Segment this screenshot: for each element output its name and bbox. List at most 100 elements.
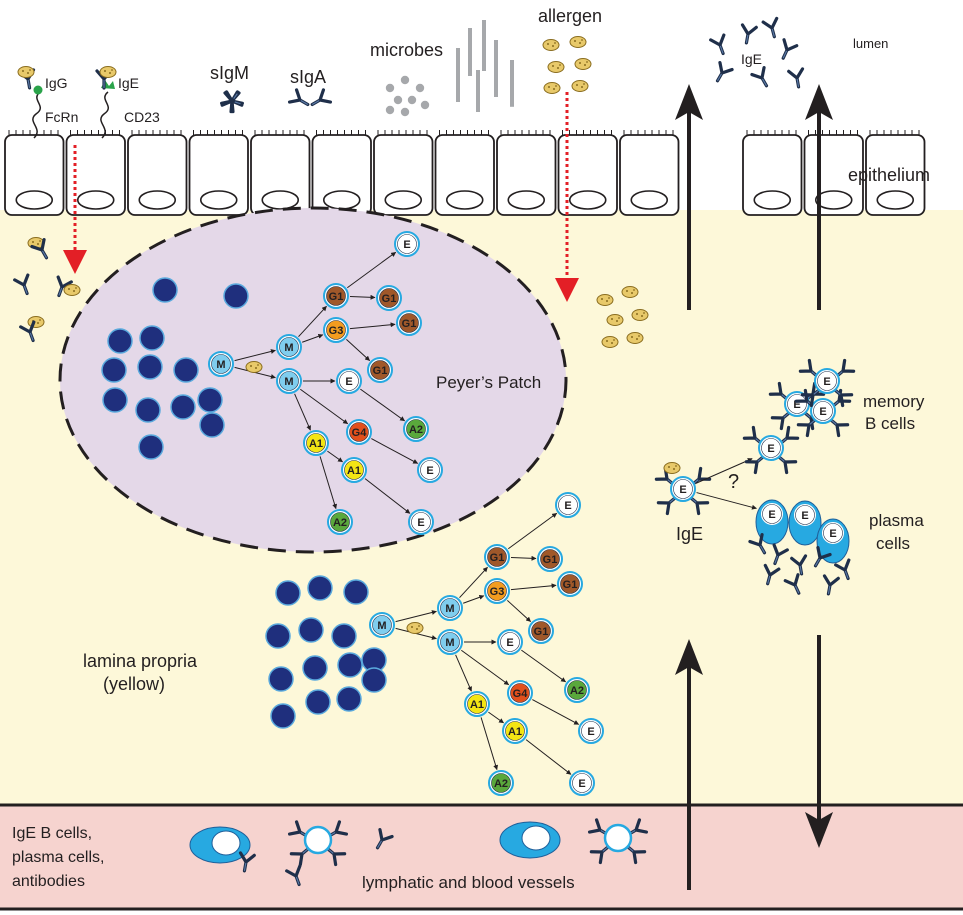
memory-b-cell: E [798,358,856,408]
cell-letter: A2 [409,424,423,436]
naive-b-cell [336,686,362,712]
naive-b-cell [135,397,161,423]
cell-letter: A1 [508,726,522,738]
b-cell-a1: A1 [502,718,528,744]
cell-letter: G1 [534,626,549,638]
b-cell-g1: G1 [484,544,510,570]
arrow-icon [510,583,557,591]
cell-letter: E [345,376,352,388]
arrow-icon [319,456,338,510]
epithelial-cell-icon [557,130,618,216]
cell-letter: G1 [402,318,417,330]
b-cell-e: E [555,492,581,518]
migration-arrows [675,84,833,890]
b-cell-m: M [369,612,395,638]
arrow-icon [480,717,499,771]
naive-b-cell [305,689,331,715]
naive-b-cell [302,655,328,681]
naive-b-cell [265,623,291,649]
b-cell-e: E [408,509,434,535]
naive-b-cell [343,579,369,605]
epithelial-cell-icon [742,130,803,216]
arrow-icon [346,251,397,289]
arrow-icon [360,388,406,422]
naive-b-cell [170,394,196,420]
cell-letter: E [768,509,775,521]
b-cell-e: E [810,398,836,424]
cell-letter: E [829,528,836,540]
epithelial-cell-icon [373,130,434,216]
cell-letter: G1 [382,293,397,305]
arrow-icon [805,812,833,848]
naive-b-cell [101,357,127,383]
memory-b-cell: E [654,466,712,516]
cell-letter: M [216,359,225,371]
cell-letter: G4 [352,427,368,439]
arrow-icon [510,555,537,561]
cell-letter: E [767,443,774,455]
igg-label: IgG [45,75,68,91]
b-cell-g1: G1 [537,546,563,572]
allergen-icon [543,82,561,94]
question-mark: ? [728,471,739,493]
naive-b-cell [268,666,294,692]
epithelial-cell-icon [496,130,557,216]
fcrn-label: FcRn [45,109,78,125]
lumen-label: lumen [853,36,888,51]
allergen-icon [406,622,424,634]
naive-b-cell [337,652,363,678]
arrow-icon [675,84,703,120]
b-cell-e: E [792,502,818,528]
epithelial-cell-icon [4,130,65,216]
cd23-receptor [95,66,117,139]
naive-b-cell [270,703,296,729]
cell-letter: G1 [329,291,344,303]
cell-letter: A1 [347,465,361,477]
arrow-icon [364,478,411,514]
b-cell-a2: A2 [403,416,429,442]
naive-b-cell [223,283,249,309]
memory-label-2: B cells [865,414,915,433]
arrow-icon [234,349,276,362]
allergen-label: allergen [538,6,602,26]
ige-center-label: IgE [676,524,703,544]
b-cell-e: E [336,368,362,394]
b-cell-e: E [784,391,810,417]
cell-letter: E [578,778,585,790]
plasma-label-2: cells [876,534,910,553]
epithelial-cell-icon [65,130,126,216]
allergen-icon [542,39,560,51]
b-cell-m: M [208,351,234,377]
arrow-icon [298,305,327,338]
epithelial-cell-icon [127,130,188,216]
arrow-icon [805,84,833,120]
b-cell-e: E [814,368,840,394]
plasma-cell: E [755,499,789,545]
microbe-icon [385,20,514,117]
sigm-pentamer-icon [219,88,245,114]
b-cell-e: E [497,629,523,655]
b-cell-e: E [758,435,784,461]
allergen-icon [569,36,587,48]
cell-letter: M [284,376,293,388]
cell-letter: E [793,399,800,411]
memory-b-cell: E [742,425,800,475]
plasma-cell: E [788,500,822,546]
cell-letter: M [445,637,454,649]
naive-b-cell [102,387,128,413]
b-cell-e: E [417,457,443,483]
arrow-icon [507,512,558,550]
b-cell-g1: G1 [557,571,583,597]
naive-b-cell [298,617,324,643]
arrow-icon [488,711,504,724]
b-cell-g1: G1 [323,283,349,309]
cell-letter: E [426,465,433,477]
cell-letter: A2 [494,778,508,790]
naive-b-cell [138,434,164,460]
fcrn-receptor [17,66,43,139]
epithelial-cell-icon [619,130,680,216]
plasma-cell [189,826,251,864]
vessel-label: lymphatic and blood vessels [362,873,575,892]
